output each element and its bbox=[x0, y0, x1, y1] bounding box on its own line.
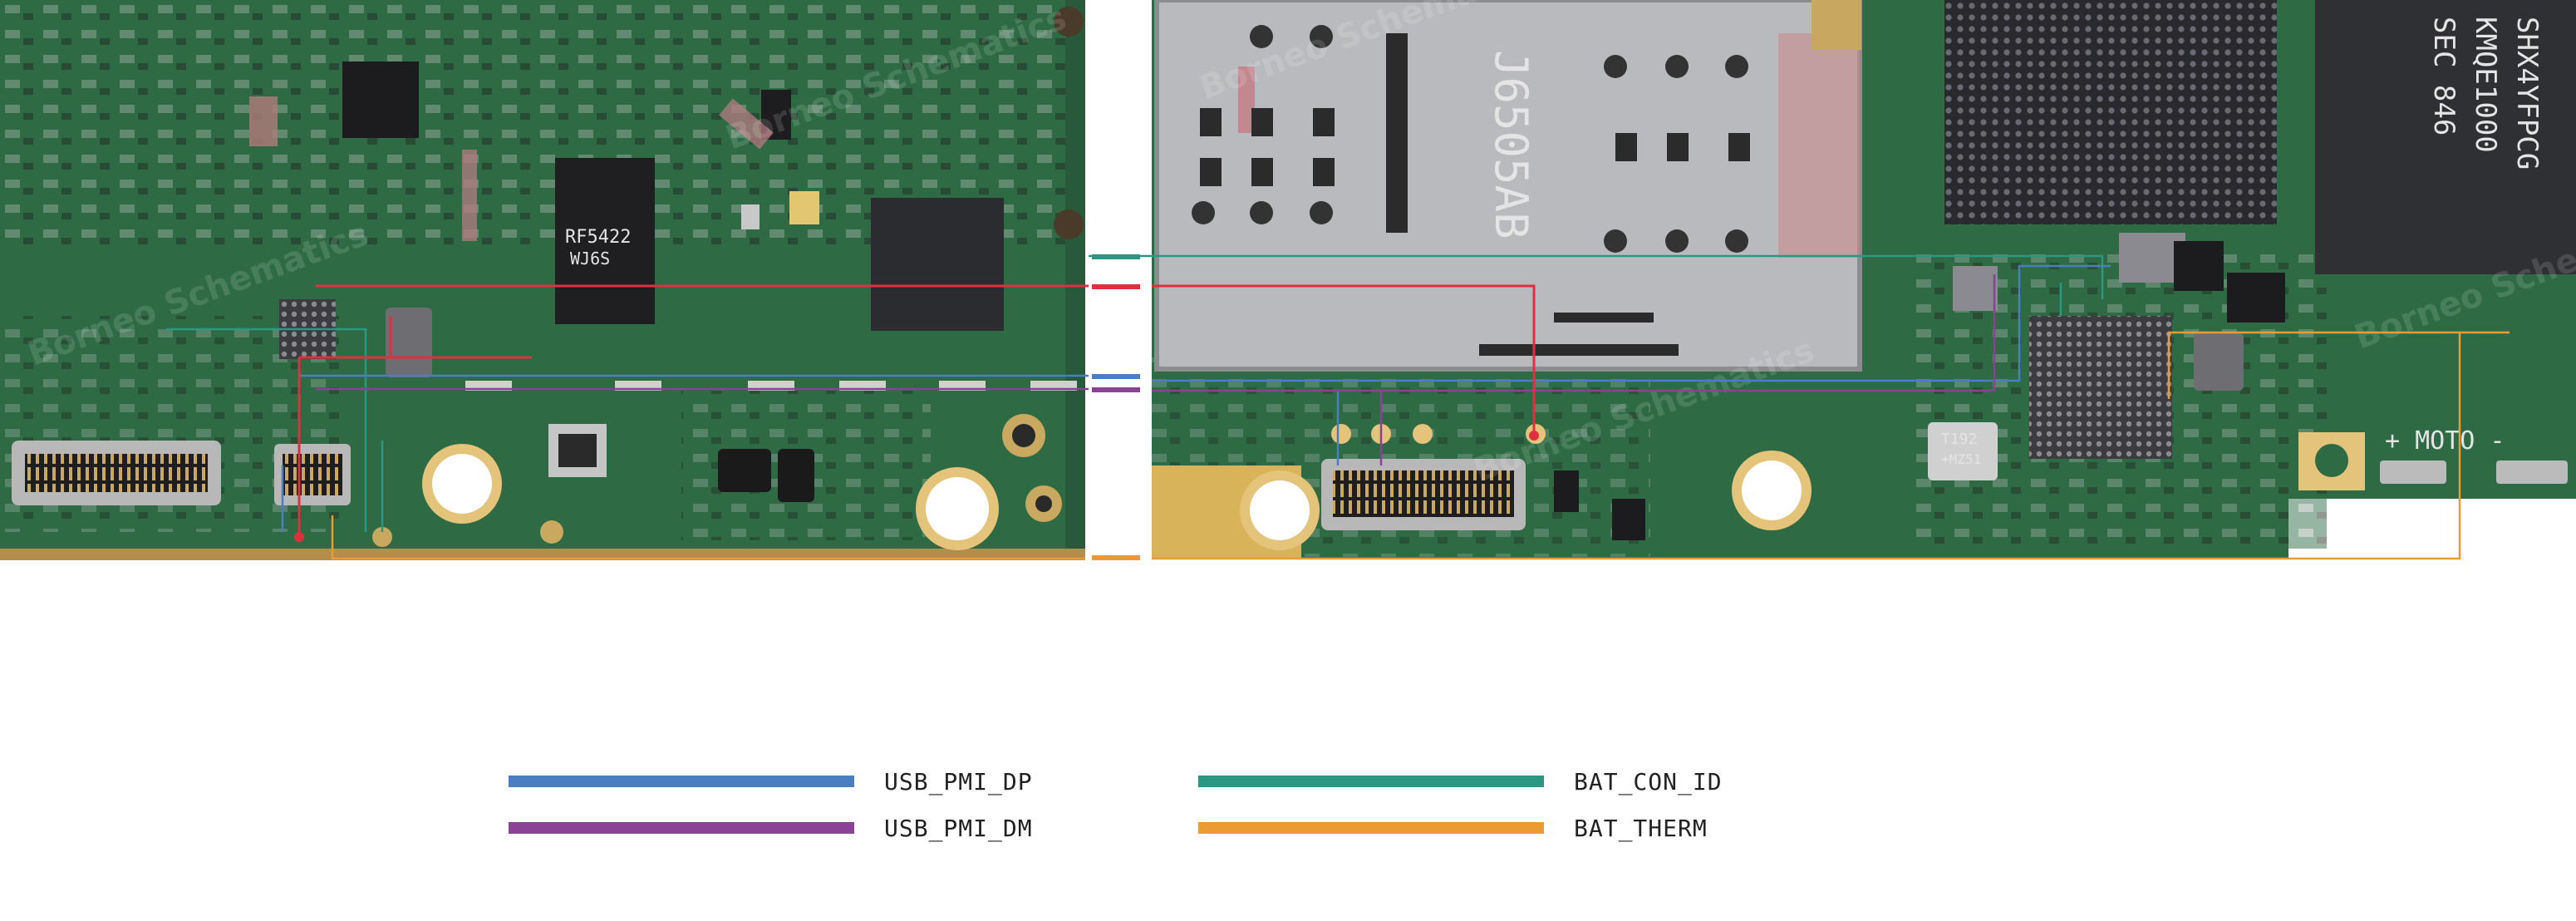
legend-label: USB_PMI_DM bbox=[884, 814, 1033, 842]
svg-text:J6505AB: J6505AB bbox=[1485, 50, 1537, 239]
legend-label: BAT_CON_ID bbox=[1574, 767, 1723, 795]
svg-text:KMQE1000: KMQE1000 bbox=[2469, 17, 2502, 153]
net-stubs bbox=[1092, 254, 1140, 560]
svg-text:WJ6S: WJ6S bbox=[570, 249, 610, 268]
legend-item-bat-therm: BAT_THERM bbox=[1198, 811, 1708, 845]
svg-text:+MZ51: +MZ51 bbox=[1941, 451, 1981, 467]
test-points bbox=[294, 431, 1539, 542]
bga-pmic bbox=[2029, 316, 2172, 459]
chip-memory bbox=[1944, 0, 2277, 224]
pcb-diagram: RF5422 WJ6S bbox=[0, 0, 2576, 560]
svg-text:RF5422: RF5422 bbox=[565, 227, 631, 248]
fpc-connector-right bbox=[1321, 459, 1526, 530]
trace-red bbox=[297, 284, 1536, 537]
left-board: RF5422 WJ6S bbox=[0, 0, 1085, 560]
legend-item-bat-con-id: BAT_CON_ID bbox=[1198, 765, 1723, 798]
chip-center bbox=[871, 198, 1004, 331]
right-board: J6505AB bbox=[1152, 0, 2576, 559]
chip-rf5422: RF5422 WJ6S bbox=[555, 158, 655, 324]
legend-label: USB_PMI_DP bbox=[884, 767, 1033, 795]
sim-tray: J6505AB bbox=[1154, 0, 1862, 372]
legend-swatch bbox=[1198, 822, 1544, 834]
chip-top-left bbox=[342, 62, 419, 138]
trace-usb-pmi-dp bbox=[281, 264, 2111, 532]
legend-item-usb-pmi-dp: USB_PMI_DP bbox=[509, 765, 1033, 798]
legend-swatch bbox=[509, 776, 854, 787]
component-t192: T192 +MZ51 bbox=[1928, 422, 1998, 480]
svg-text:SHX4YFPCG: SHX4YFPCG bbox=[2510, 17, 2544, 170]
trace-bat-therm bbox=[331, 331, 2510, 560]
chip-sec: SEC 846 KMQE1000 SHX4YFPCG bbox=[2315, 0, 2576, 274]
legend-swatch bbox=[1198, 776, 1544, 787]
svg-text:T192: T192 bbox=[1941, 431, 1977, 448]
fpc-connector-left bbox=[12, 441, 221, 505]
svg-text:SEC 846: SEC 846 bbox=[2427, 17, 2460, 135]
trace-bat-con-id bbox=[166, 254, 2104, 532]
legend-item-usb-pmi-dm: USB_PMI_DM bbox=[509, 811, 1033, 845]
legend-label: BAT_THERM bbox=[1574, 814, 1708, 842]
moto-label: + MOTO - bbox=[2385, 426, 2505, 456]
legend-swatch bbox=[509, 822, 854, 834]
